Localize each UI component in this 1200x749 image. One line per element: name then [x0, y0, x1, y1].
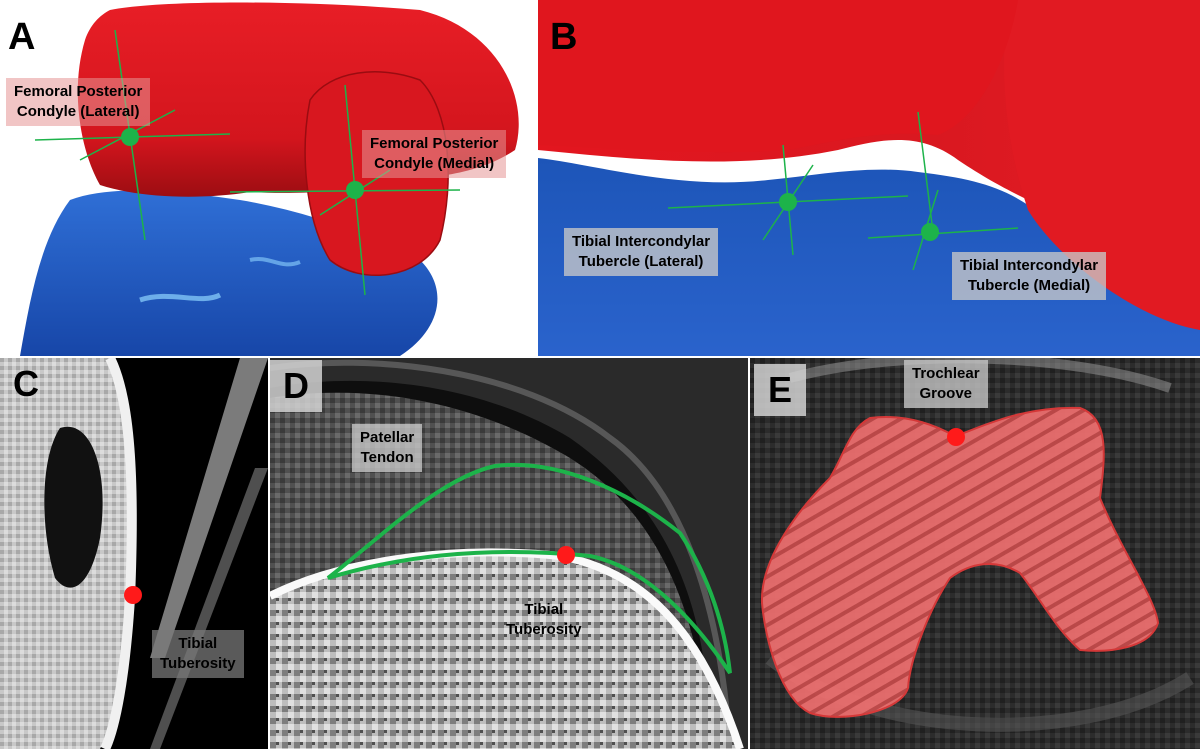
panel-d-ct-image	[270, 358, 748, 749]
panel-a-3d-render	[20, 2, 519, 356]
panel-b: B Tibial Intercondylar Tubercle (Lateral…	[538, 0, 1200, 356]
femur-segmentation	[760, 406, 1160, 718]
tibial-medial-landmark	[921, 223, 939, 241]
tibial-tuberosity-landmark	[124, 586, 142, 604]
panel-letter: A	[8, 16, 36, 58]
panel-b-3d-render	[538, 0, 1200, 356]
trochlear-groove-label: Trochlear Groove	[904, 360, 988, 408]
tibial-tuberosity-landmark	[557, 546, 575, 564]
panel-c: C Tibial Tuberosity	[0, 358, 268, 749]
tibial-lateral-landmark	[779, 193, 797, 211]
panel-c-ct-image	[0, 358, 268, 749]
trochlear-groove-landmark	[947, 428, 965, 446]
panel-letter: E	[754, 364, 806, 416]
panel-letter: C	[13, 363, 39, 404]
femoral-medial-label: Femoral Posterior Condyle (Medial)	[362, 130, 507, 178]
panel-e: E Trochlear Groove	[750, 358, 1200, 749]
patellar-tendon-label: Patellar Tendon	[352, 424, 423, 472]
tibial-tuberosity-label: Tibial Tuberosity	[506, 601, 582, 638]
panel-e-ct-image	[750, 358, 1200, 749]
tibial-lateral-label: Tibial Intercondylar Tubercle (Lateral)	[564, 228, 719, 276]
femoral-lateral-landmark	[121, 128, 139, 146]
tibial-medial-label: Tibial Intercondylar Tubercle (Medial)	[952, 252, 1107, 300]
panel-a: A Femoral Posterior Condyle (Lateral) Fe…	[0, 0, 532, 356]
femoral-lateral-label: Femoral Posterior Condyle (Lateral)	[6, 78, 151, 126]
femoral-medial-landmark	[346, 181, 364, 199]
panel-d: D Patellar Tendon Tibial Tuberosity	[270, 358, 748, 749]
tibia-surface	[538, 158, 1200, 356]
panel-letter: D	[270, 360, 322, 412]
patellar-tendon-outline	[326, 462, 732, 675]
tibial-tuberosity-label: Tibial Tuberosity	[152, 630, 244, 678]
panel-letter: B	[550, 16, 578, 58]
